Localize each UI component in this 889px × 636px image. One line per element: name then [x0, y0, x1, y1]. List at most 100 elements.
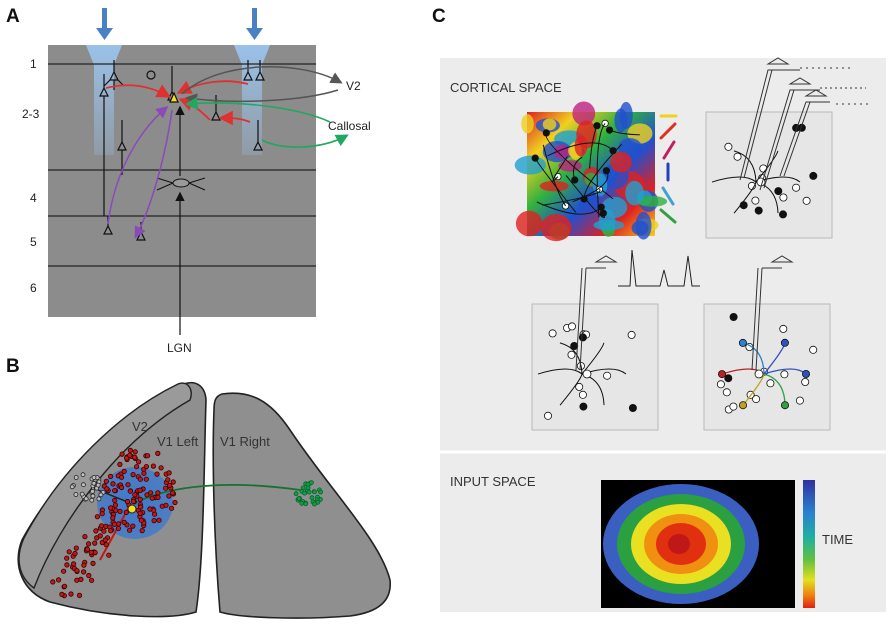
callosal-projection-line [134, 484, 301, 504]
callosal-cell [296, 496, 302, 501]
v1-left-label: V1 Left [157, 434, 199, 449]
local-cell [81, 562, 87, 568]
feedback-from-v2 [185, 89, 339, 106]
local-cell [74, 568, 80, 574]
orientation-domain [539, 180, 569, 192]
orientation-domain [521, 114, 534, 134]
v2-cell [90, 493, 96, 499]
spike-rasters [800, 67, 870, 105]
input-cell [781, 401, 790, 410]
red-connection-right-lower [218, 110, 251, 126]
local-cell [150, 463, 156, 469]
local-cell [143, 463, 149, 470]
callosal-cell [303, 501, 309, 507]
cell [628, 403, 637, 412]
local-cell [112, 487, 118, 494]
input-cell [780, 338, 789, 347]
local-cell [112, 502, 119, 508]
v2-label: V2 [346, 79, 361, 93]
local-cell [102, 537, 108, 543]
local-cell [123, 509, 129, 516]
v2-cell [80, 472, 86, 478]
callosal-label: Callosal [328, 119, 371, 133]
local-cell [61, 583, 68, 589]
local-cell [154, 471, 160, 477]
convergent-input [733, 150, 757, 183]
local-cell [132, 449, 138, 455]
local-cell [125, 482, 131, 488]
local-cell [106, 552, 112, 558]
labeled-cells [50, 447, 324, 599]
cell [729, 402, 738, 411]
pyramidal-neurons [99, 60, 265, 241]
cell [548, 329, 557, 338]
local-cell [90, 560, 96, 567]
local-cell [98, 523, 105, 529]
cell [801, 377, 810, 386]
local-cell [158, 465, 164, 471]
map-connection [565, 175, 605, 219]
local-cell [66, 549, 72, 555]
v2-cell [91, 475, 97, 480]
map-neuron [605, 126, 614, 134]
local-cell [137, 476, 143, 482]
v2-cell [89, 497, 95, 503]
local-cell [137, 487, 143, 493]
orientation-domain [635, 211, 652, 240]
input-arrow-left [96, 8, 113, 40]
recording-box-lower-left-cells [537, 322, 637, 420]
panel-c-letter: C [432, 6, 446, 27]
local-cell [115, 525, 122, 532]
cell [568, 322, 577, 331]
local-cell [151, 517, 157, 524]
purple-connection-down [134, 109, 173, 239]
cell [802, 196, 811, 205]
cell [751, 196, 760, 205]
red-connection-right [176, 80, 249, 94]
local-cell [121, 519, 127, 526]
local-cell [127, 452, 133, 458]
local-cell [60, 568, 67, 574]
panel-a-letter: A [6, 6, 20, 27]
layer-label-6: 6 [30, 281, 37, 295]
cell [754, 206, 763, 215]
orientation-domain [614, 108, 628, 133]
local-cell [134, 464, 140, 470]
local-cell [119, 484, 125, 491]
recording-box-lower-right [703, 303, 831, 431]
local-cell [143, 476, 149, 482]
v2-area [18, 382, 192, 590]
local-cell [104, 486, 110, 492]
v1-right-label: V1 Right [220, 434, 270, 449]
map-connection [572, 156, 583, 181]
local-cell [74, 577, 80, 583]
convergent-input [711, 176, 757, 183]
layer-label-4: 4 [30, 191, 37, 205]
local-cell [117, 508, 123, 514]
local-cell [127, 527, 133, 533]
local-cell [73, 545, 79, 551]
local-cell [156, 517, 162, 523]
v2-cell [95, 482, 101, 488]
column-glow-right [234, 45, 270, 155]
receptive-field-rings [603, 484, 759, 604]
local-cell [137, 496, 143, 502]
cell [795, 396, 804, 405]
v2-cell [98, 492, 104, 498]
local-cell [163, 485, 169, 491]
lgn-label: LGN [167, 341, 192, 355]
local-cell [116, 521, 122, 527]
stellate-cell [156, 177, 206, 191]
v2-cell [69, 484, 75, 490]
local-cell [81, 569, 87, 575]
cell [729, 312, 738, 321]
cell [579, 402, 588, 411]
input-space-label: INPUT SPACE [450, 474, 536, 489]
cell [567, 350, 576, 359]
callosal-cell [309, 480, 314, 486]
local-cell [108, 528, 114, 534]
callosal-cell [318, 489, 324, 495]
input-cell [802, 369, 811, 378]
panel-c: C CORTICAL SPACE INPUT SPACE [432, 6, 886, 612]
local-cell [166, 493, 172, 499]
